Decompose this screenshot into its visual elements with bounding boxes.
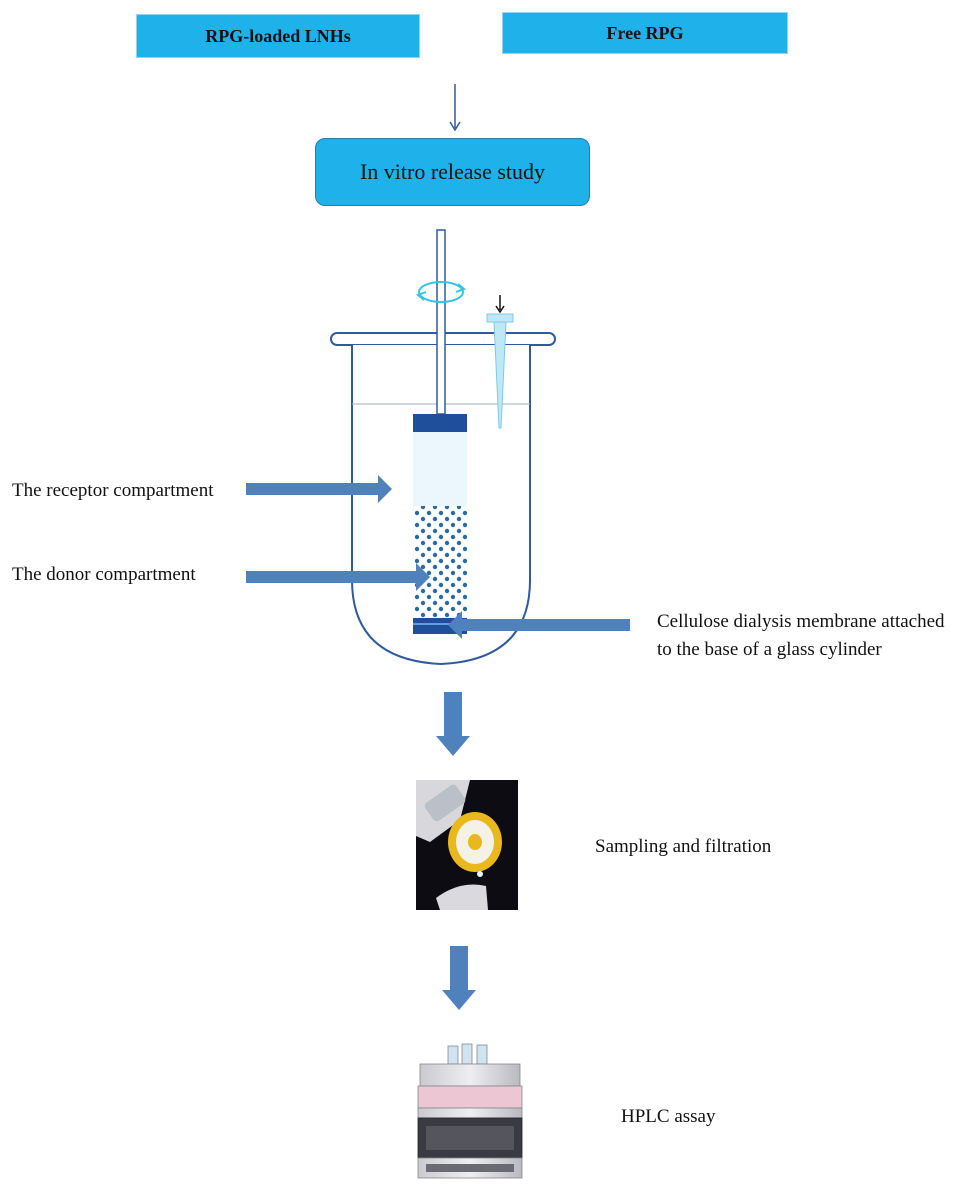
glass-cylinder: [413, 414, 467, 634]
release-study-box: In vitro release study: [315, 138, 590, 206]
syringe-filter-photo: [416, 780, 518, 910]
donor-label: The donor compartment: [12, 564, 196, 585]
pipette-icon: [486, 295, 514, 429]
arrow-inputs-to-step: [449, 84, 461, 132]
input-box-loaded: RPG-loaded LNHs: [136, 14, 420, 58]
membrane-label-line1: Cellulose dialysis membrane attached: [657, 611, 945, 632]
arrow-membrane: [448, 611, 630, 639]
input-loaded-label: RPG-loaded LNHs: [205, 25, 351, 46]
stirrer-shaft: [436, 229, 446, 415]
hplc-instrument-photo: [417, 1043, 523, 1179]
arrow-to-hplc: [442, 946, 476, 1010]
membrane-label-line2: to the base of a glass cylinder: [657, 639, 882, 660]
rotation-icon: [416, 281, 466, 303]
arrow-to-sampling: [436, 692, 470, 756]
input-free-label: Free RPG: [606, 22, 684, 43]
arrow-donor: [246, 563, 430, 591]
receptor-label: The receptor compartment: [12, 480, 214, 501]
input-box-free: Free RPG: [502, 12, 788, 54]
hplc-label: HPLC assay: [621, 1106, 716, 1127]
sampling-label: Sampling and filtration: [595, 836, 772, 857]
release-study-label: In vitro release study: [359, 159, 546, 184]
arrow-receptor: [246, 475, 392, 503]
